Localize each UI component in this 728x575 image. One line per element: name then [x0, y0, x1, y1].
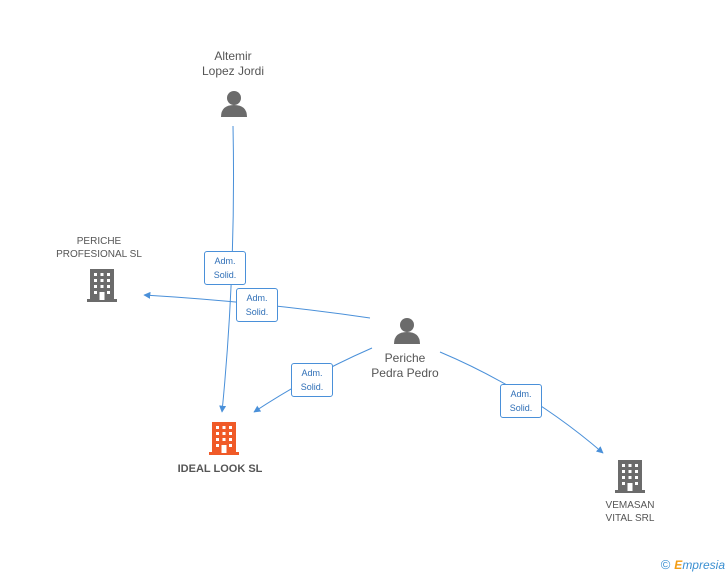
- node-label-line: Periche: [384, 351, 426, 365]
- person-icon[interactable]: [221, 91, 247, 117]
- building-icon[interactable]: [615, 460, 645, 493]
- edge-label-line: Solid.: [509, 403, 533, 413]
- node-label-altemir[interactable]: Altemir Lopez Jordi: [183, 49, 283, 79]
- edge-label-altemir-ideal-look[interactable]: Adm. Solid.: [204, 251, 246, 285]
- node-label-line: VEMASAN: [605, 500, 655, 511]
- node-label-line: Lopez Jordi: [201, 64, 265, 78]
- edge-label-line: Solid.: [300, 382, 324, 392]
- edge-label-line: Adm.: [301, 368, 323, 378]
- node-label-periche-profesional[interactable]: PERICHE PROFESIONAL SL: [40, 235, 158, 261]
- node-label-line: Pedra Pedro: [371, 366, 439, 380]
- building-icon[interactable]: [87, 269, 117, 302]
- node-label-line: VITAL SRL: [605, 513, 655, 524]
- edge-label-line: Solid.: [213, 270, 237, 280]
- node-label-line: PROFESIONAL SL: [56, 249, 142, 260]
- node-label-line: Altemir: [214, 49, 252, 63]
- edge-label-periche-pedro-vemasan[interactable]: Adm. Solid.: [500, 384, 542, 418]
- edge-label-line: Adm.: [214, 256, 236, 266]
- node-label-line: PERICHE: [76, 236, 122, 247]
- edge-label-line: Adm.: [510, 389, 532, 399]
- node-label-periche-pedro[interactable]: Periche Pedra Pedro: [355, 351, 455, 381]
- brand-logo-initial: E: [674, 558, 683, 572]
- edge-label-line: Solid.: [245, 307, 269, 317]
- copyright-symbol: ©: [660, 557, 671, 572]
- brand-logo-text: mpresia: [682, 558, 725, 572]
- node-label-line: IDEAL LOOK SL: [177, 463, 263, 475]
- edge-label-line: Adm.: [246, 293, 268, 303]
- building-icon[interactable]: [209, 422, 239, 455]
- brand-footer[interactable]: ©Empresia: [661, 557, 725, 572]
- node-label-ideal-look[interactable]: IDEAL LOOK SL: [160, 462, 280, 476]
- node-label-vemasan[interactable]: VEMASAN VITAL SRL: [580, 499, 680, 525]
- edge-label-periche-pedro-ideal-look[interactable]: Adm. Solid.: [291, 363, 333, 397]
- person-icon[interactable]: [394, 318, 420, 344]
- edge-label-periche-pedro-periche-profesional[interactable]: Adm. Solid.: [236, 288, 278, 322]
